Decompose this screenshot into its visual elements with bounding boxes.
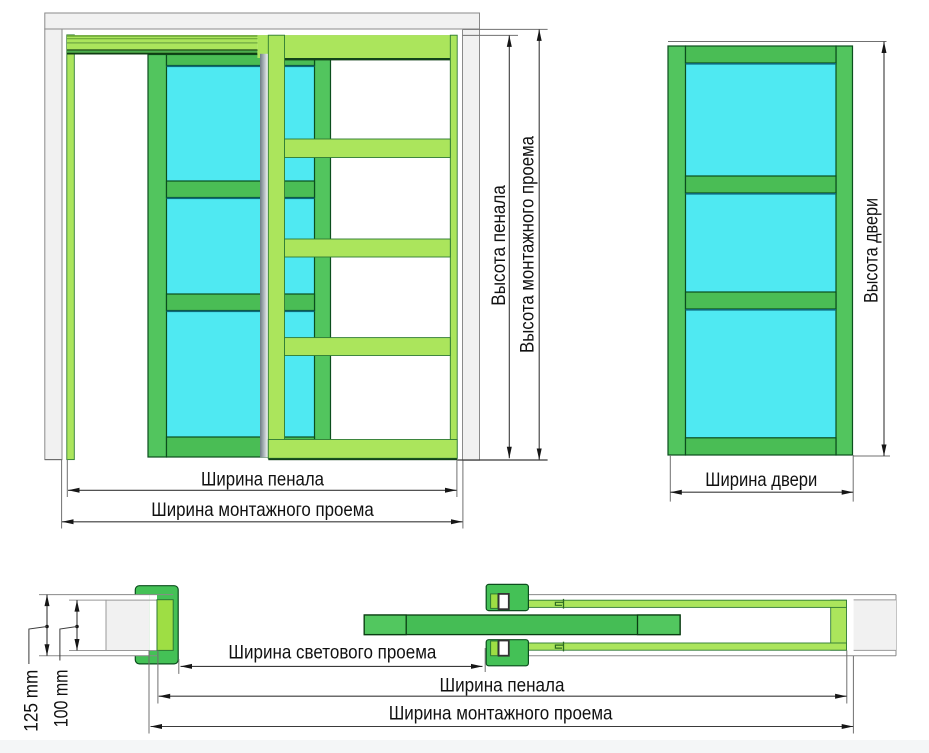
svg-text:Ширина пенала: Ширина пенала	[201, 468, 324, 490]
svg-text:Ширина монтажного проема: Ширина монтажного проема	[151, 499, 374, 521]
svg-text:Высота двери: Высота двери	[861, 198, 883, 303]
svg-text:125 mm: 125 mm	[20, 670, 42, 732]
svg-text:Ширина двери: Ширина двери	[705, 469, 817, 491]
svg-text:Высота монтажного проема: Высота монтажного проема	[517, 136, 539, 353]
svg-text:Ширина светового проема: Ширина светового проема	[228, 642, 436, 664]
svg-text:Ширина пенала: Ширина пенала	[440, 675, 565, 697]
svg-text:100 mm: 100 mm	[51, 670, 73, 728]
svg-text:Высота пенала: Высота пенала	[488, 185, 510, 306]
svg-text:Ширина монтажного проема: Ширина монтажного проема	[389, 702, 613, 724]
